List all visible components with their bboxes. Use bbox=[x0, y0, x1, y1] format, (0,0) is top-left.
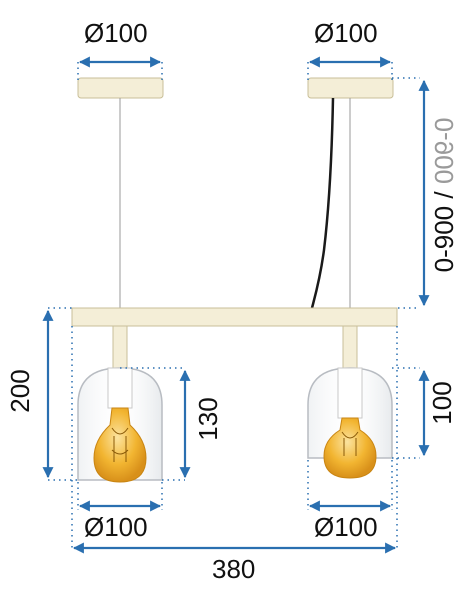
power-cable bbox=[310, 97, 335, 309]
socket-right bbox=[337, 367, 363, 419]
horizontal-bar bbox=[71, 307, 398, 327]
filament-left bbox=[111, 427, 129, 462]
stem-right bbox=[342, 325, 358, 369]
bulb-right bbox=[323, 417, 377, 479]
cable-length-label-mirrored: 0-900 bbox=[429, 117, 459, 185]
left-shade-width-label: Ø100 bbox=[84, 512, 148, 542]
cable-length-label-group: 0-900 / 0-900 bbox=[429, 85, 459, 305]
socket-left bbox=[107, 367, 133, 409]
cable-length-separator: / bbox=[429, 191, 459, 199]
right-shade-height-label: 100 bbox=[427, 381, 457, 425]
total-height-label: 200 bbox=[5, 369, 35, 413]
bulb-left bbox=[93, 407, 147, 483]
dimension-arrows bbox=[42, 56, 430, 554]
right-shade-width-label: Ø100 bbox=[314, 512, 378, 542]
stem-left bbox=[112, 325, 128, 369]
total-width-label: 380 bbox=[212, 554, 256, 584]
canopy-left bbox=[77, 77, 164, 99]
filament-right bbox=[341, 431, 359, 456]
cable-length-label: 0-900 bbox=[429, 205, 459, 273]
left-shade-height-label: 130 bbox=[193, 397, 223, 441]
canopy-left-width-label: Ø100 bbox=[84, 18, 148, 48]
canopy-right bbox=[307, 77, 394, 99]
guide-lines bbox=[48, 62, 420, 548]
canopy-right-width-label: Ø100 bbox=[314, 18, 378, 48]
